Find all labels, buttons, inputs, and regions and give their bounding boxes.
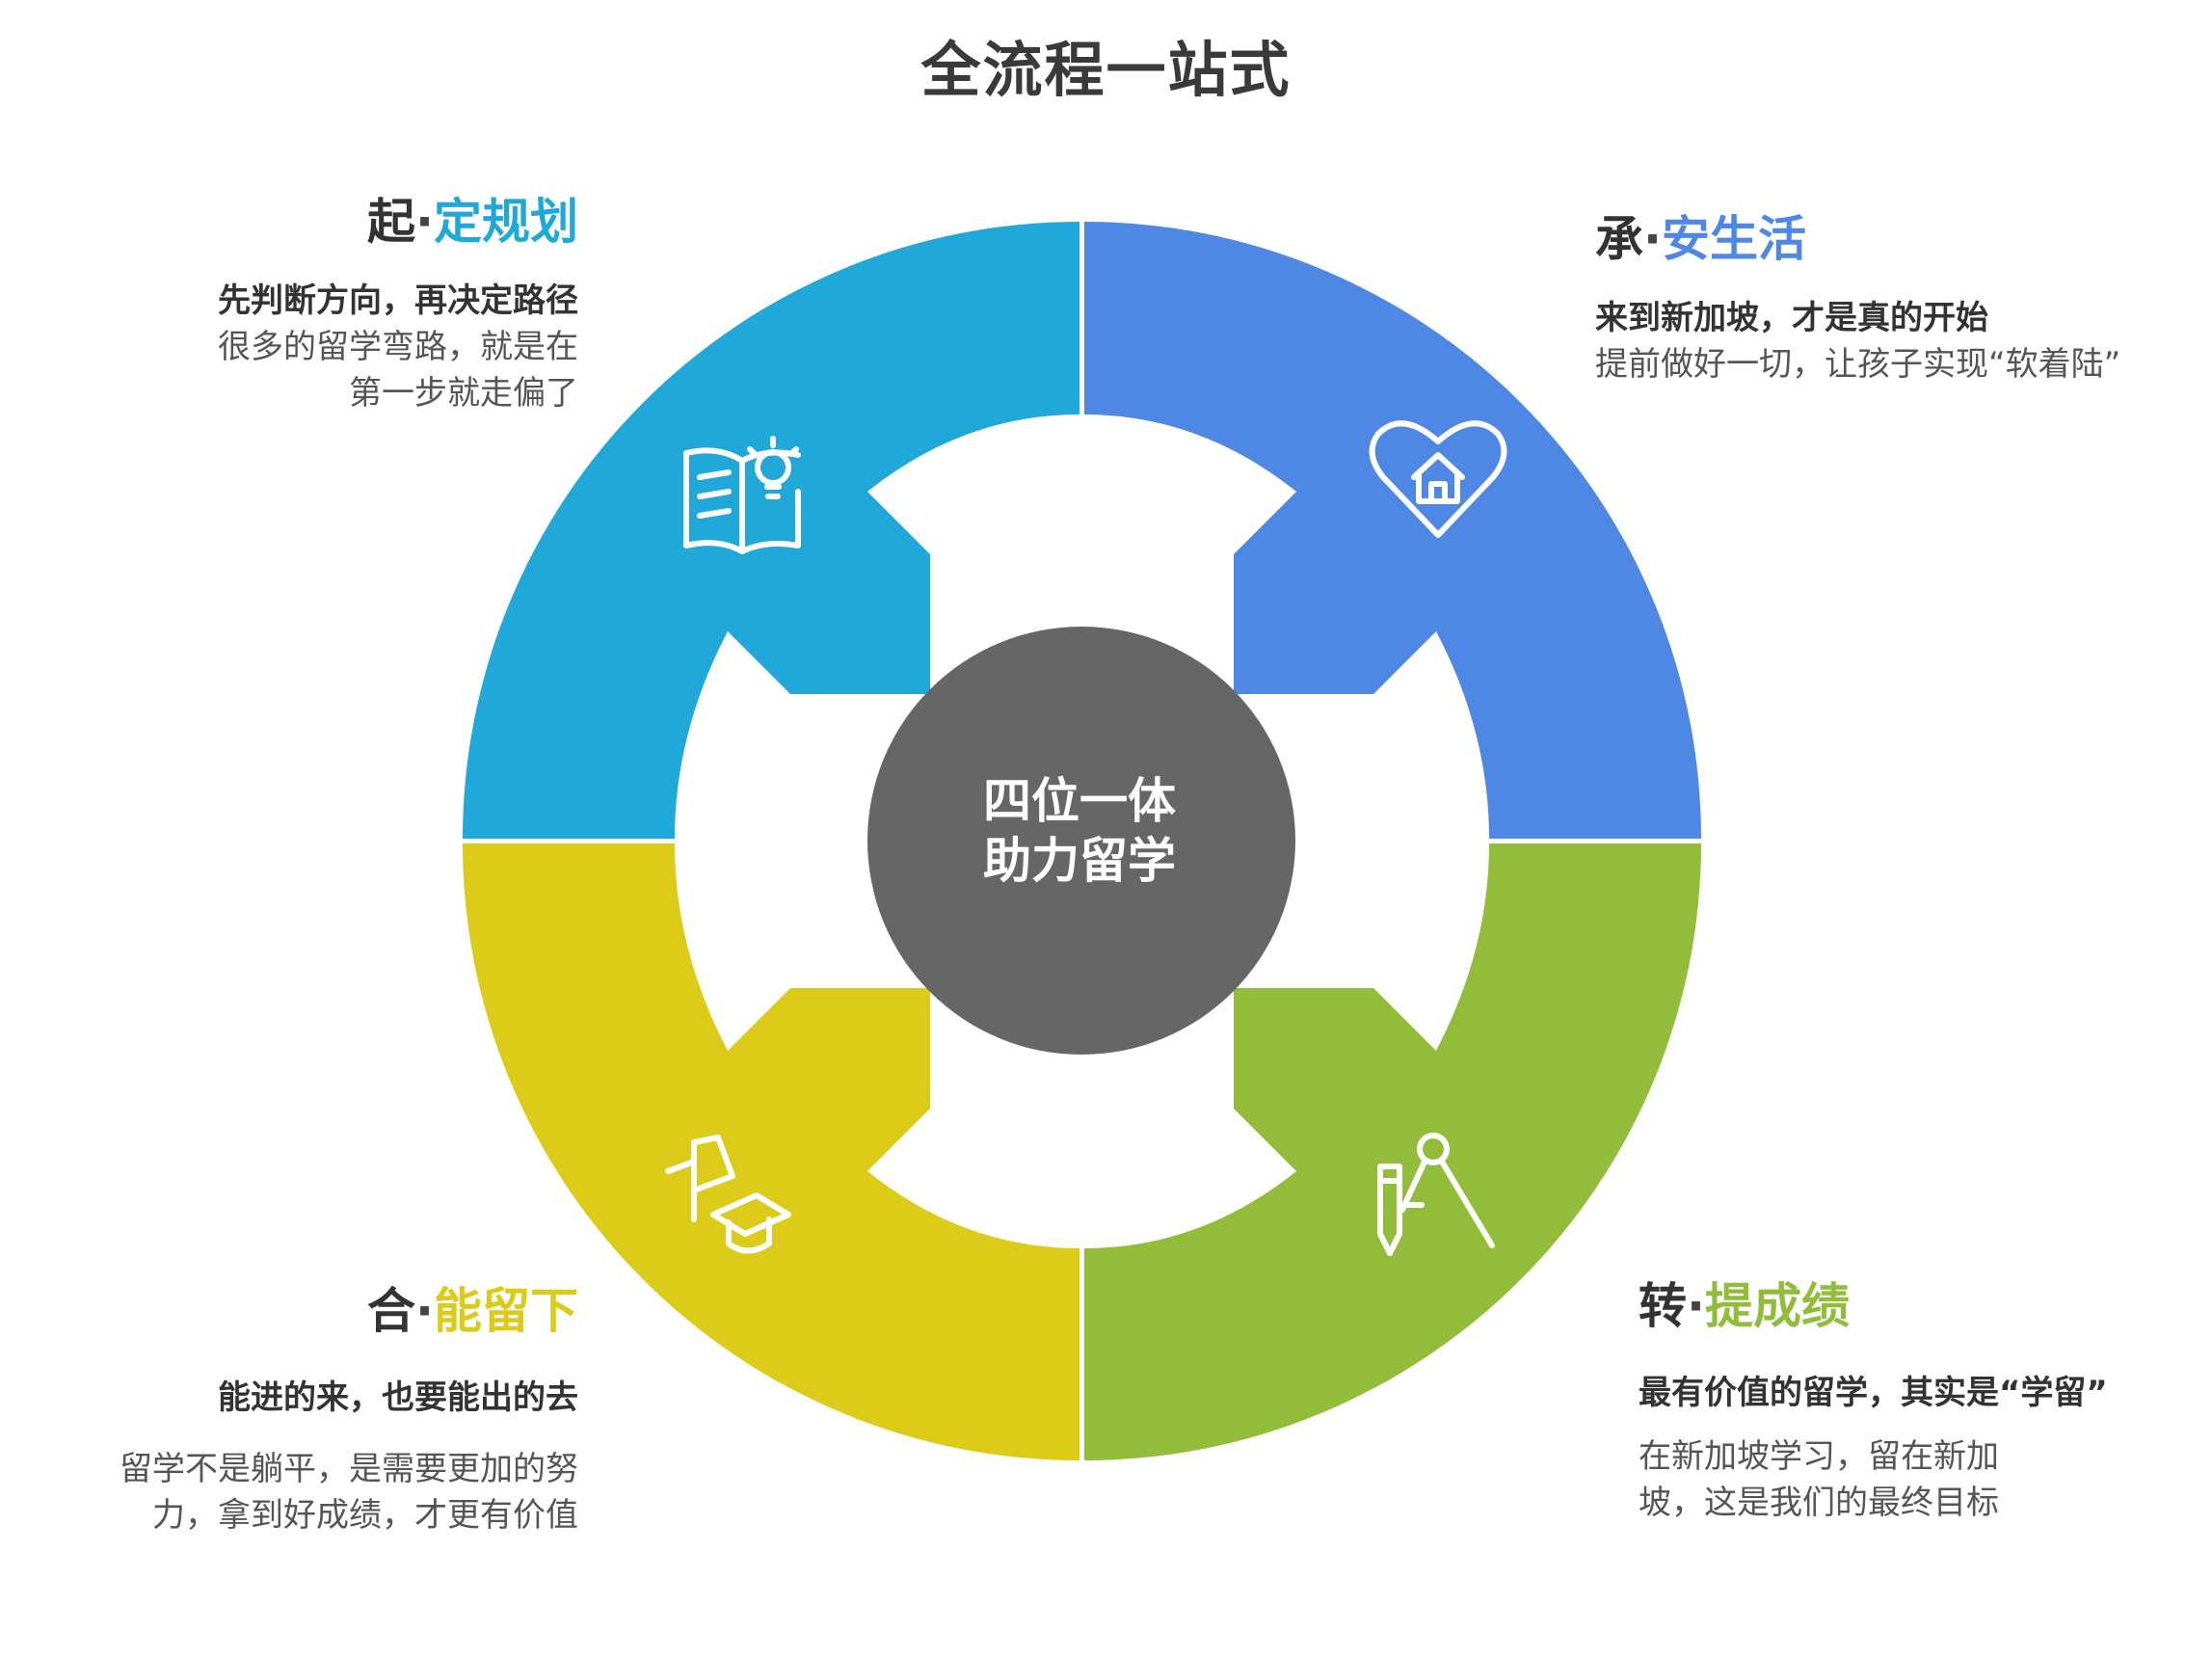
section-top-right: 承·安生活 来到新加坡，才是真的开始 提前做好一切，让孩子实现“软着陆” <box>1595 201 2202 388</box>
section-desc-line2: 第一步就走偏了 <box>349 374 578 413</box>
section-desc-line2: 坡，这是我们的最终目标 <box>1639 1484 1999 1522</box>
section-bottom-right-heading: 转·提成绩 <box>1639 1268 2188 1337</box>
section-prefix: 转 <box>1639 1278 1687 1334</box>
section-desc-line1: 很多的留学弯路，就是在 <box>218 328 578 366</box>
section-desc-line2: 力，拿到好成绩，才更有价值 <box>152 1496 578 1535</box>
section-desc-line1: 提前做好一切，让孩子实现“软着陆” <box>1595 345 2121 384</box>
quadrant-bottom-right <box>1084 843 1701 1460</box>
center-circle <box>867 627 1295 1055</box>
heart-home-icon <box>1369 420 1507 538</box>
section-title: 提成绩 <box>1705 1278 1850 1334</box>
section-title: 安生活 <box>1662 211 1806 267</box>
section-desc-line1: 留学不是躺平，是需要更加的努 <box>120 1450 578 1488</box>
section-prefix: 起 <box>367 194 415 250</box>
section-sep: · <box>415 1283 434 1339</box>
center-line1: 四位一体 <box>983 773 1176 829</box>
section-sep: · <box>1687 1278 1705 1334</box>
section-title: 能留下 <box>434 1283 578 1339</box>
section-top-left-heading: 起·定规划 <box>116 183 578 253</box>
quadrant-top-left <box>463 222 1079 839</box>
quadrant-bottom-left <box>463 843 1079 1460</box>
quadrant-top-right <box>1084 222 1701 839</box>
section-subtitle: 最有价值的留学，其实是“学留” <box>1639 1374 2108 1412</box>
section-prefix: 合 <box>367 1283 415 1339</box>
section-sep: · <box>1643 211 1662 267</box>
section-subtitle: 先判断方向，再决定路径 <box>218 281 578 320</box>
section-bottom-left-heading: 合·能留下 <box>19 1272 578 1342</box>
flag-graduation-cap-icon <box>665 1135 791 1254</box>
center-label: 四位一体 助力留学 <box>964 771 1195 891</box>
section-top-right-heading: 承·安生活 <box>1595 201 2202 270</box>
section-title: 定规划 <box>434 194 578 250</box>
section-desc-line1: 在新加坡学习，留在新加 <box>1639 1437 1999 1476</box>
section-top-left: 起·定规划 先判断方向，再决定路径 很多的留学弯路，就是在 第一步就走偏了 <box>116 183 578 416</box>
section-subtitle: 来到新加坡，才是真的开始 <box>1595 299 1988 337</box>
pen-compass-icon <box>1377 1133 1495 1256</box>
section-prefix: 承 <box>1595 211 1643 267</box>
section-bottom-right: 转·提成绩 最有价值的留学，其实是“学留” 在新加坡学习，留在新加 坡，这是我们… <box>1639 1268 2188 1526</box>
section-subtitle: 能进的来，也要能出的去 <box>218 1378 578 1417</box>
center-line2: 助力留学 <box>983 833 1176 889</box>
section-bottom-left: 合·能留下 能进的来，也要能出的去 留学不是躺平，是需要更加的努 力，拿到好成绩… <box>19 1272 578 1539</box>
book-lightbulb-icon <box>683 436 801 554</box>
section-sep: · <box>415 194 434 250</box>
page-title: 全流程一站式 <box>920 35 1292 105</box>
